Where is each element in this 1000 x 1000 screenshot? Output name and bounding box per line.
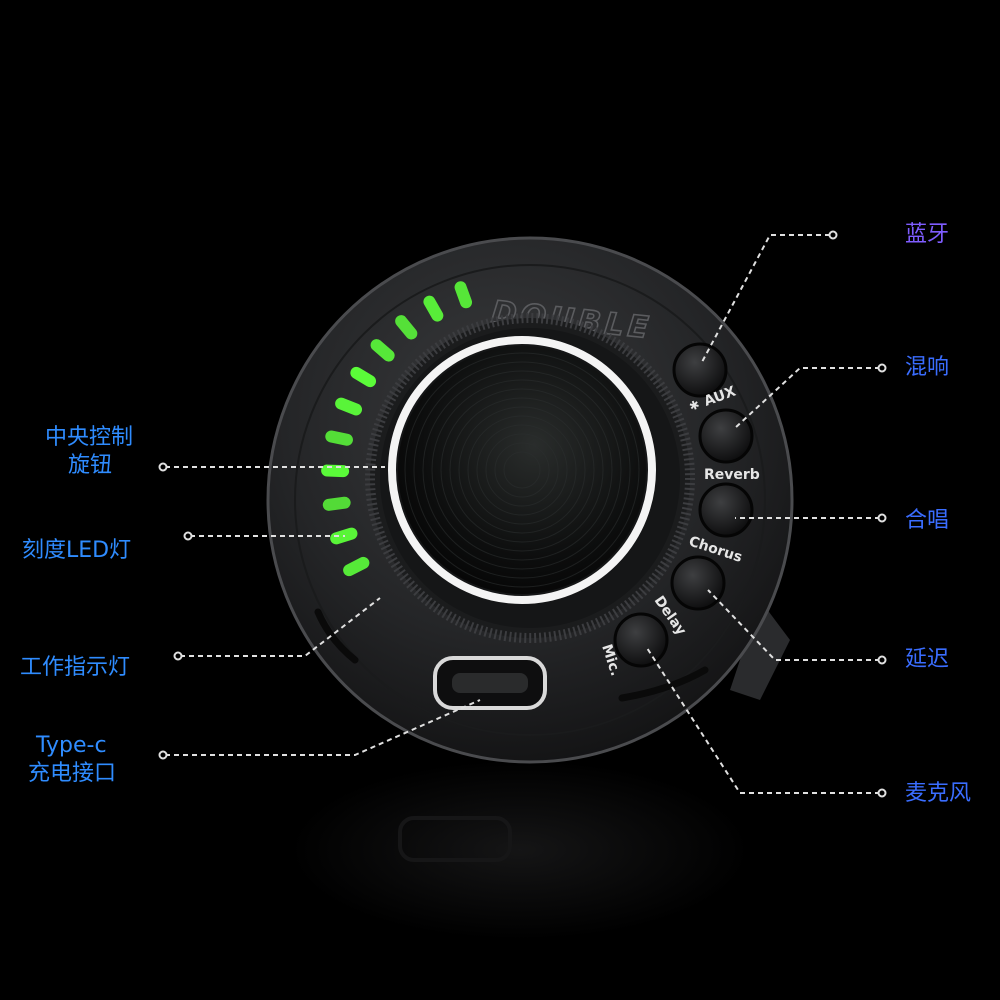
- central-control-knob[interactable]: [398, 346, 646, 594]
- label-indicator-light: 工作指示灯: [20, 654, 130, 682]
- label-line: 中央控制: [45, 424, 133, 452]
- reverb-button[interactable]: [700, 410, 752, 462]
- label-led-scale: 刻度LED灯: [22, 537, 131, 565]
- label-reverb: 混响: [905, 354, 949, 382]
- leader-dot: [175, 653, 182, 660]
- label-line: Type-c: [28, 732, 116, 760]
- leader-dot: [879, 657, 886, 664]
- label-delay: 延迟: [905, 646, 949, 674]
- leader-dot: [160, 752, 167, 759]
- label-central-knob: 中央控制 旋钮: [45, 424, 133, 480]
- mic-button[interactable]: [615, 614, 667, 666]
- label-line: 充电接口: [28, 760, 116, 788]
- leader-dot: [830, 232, 837, 239]
- label-line: 旋钮: [45, 452, 133, 480]
- label-chorus: 合唱: [905, 507, 949, 535]
- reverb-button-label: Reverb: [704, 467, 760, 483]
- device-reflection: [290, 760, 750, 940]
- label-line: 刻度LED灯: [22, 538, 131, 563]
- label-bluetooth: 蓝牙: [905, 221, 949, 249]
- chorus-button[interactable]: [700, 484, 752, 536]
- label-type-c-port: Type-c 充电接口: [28, 732, 116, 788]
- label-microphone: 麦克风: [905, 780, 971, 808]
- leader-dot: [879, 365, 886, 372]
- delay-button[interactable]: [672, 557, 724, 609]
- leader-dot: [879, 515, 886, 522]
- leader-dot: [160, 464, 167, 471]
- leader-dot: [185, 533, 192, 540]
- label-line: 工作指示灯: [20, 655, 130, 680]
- leader-dot: [879, 790, 886, 797]
- type-c-port-inner: [452, 673, 528, 693]
